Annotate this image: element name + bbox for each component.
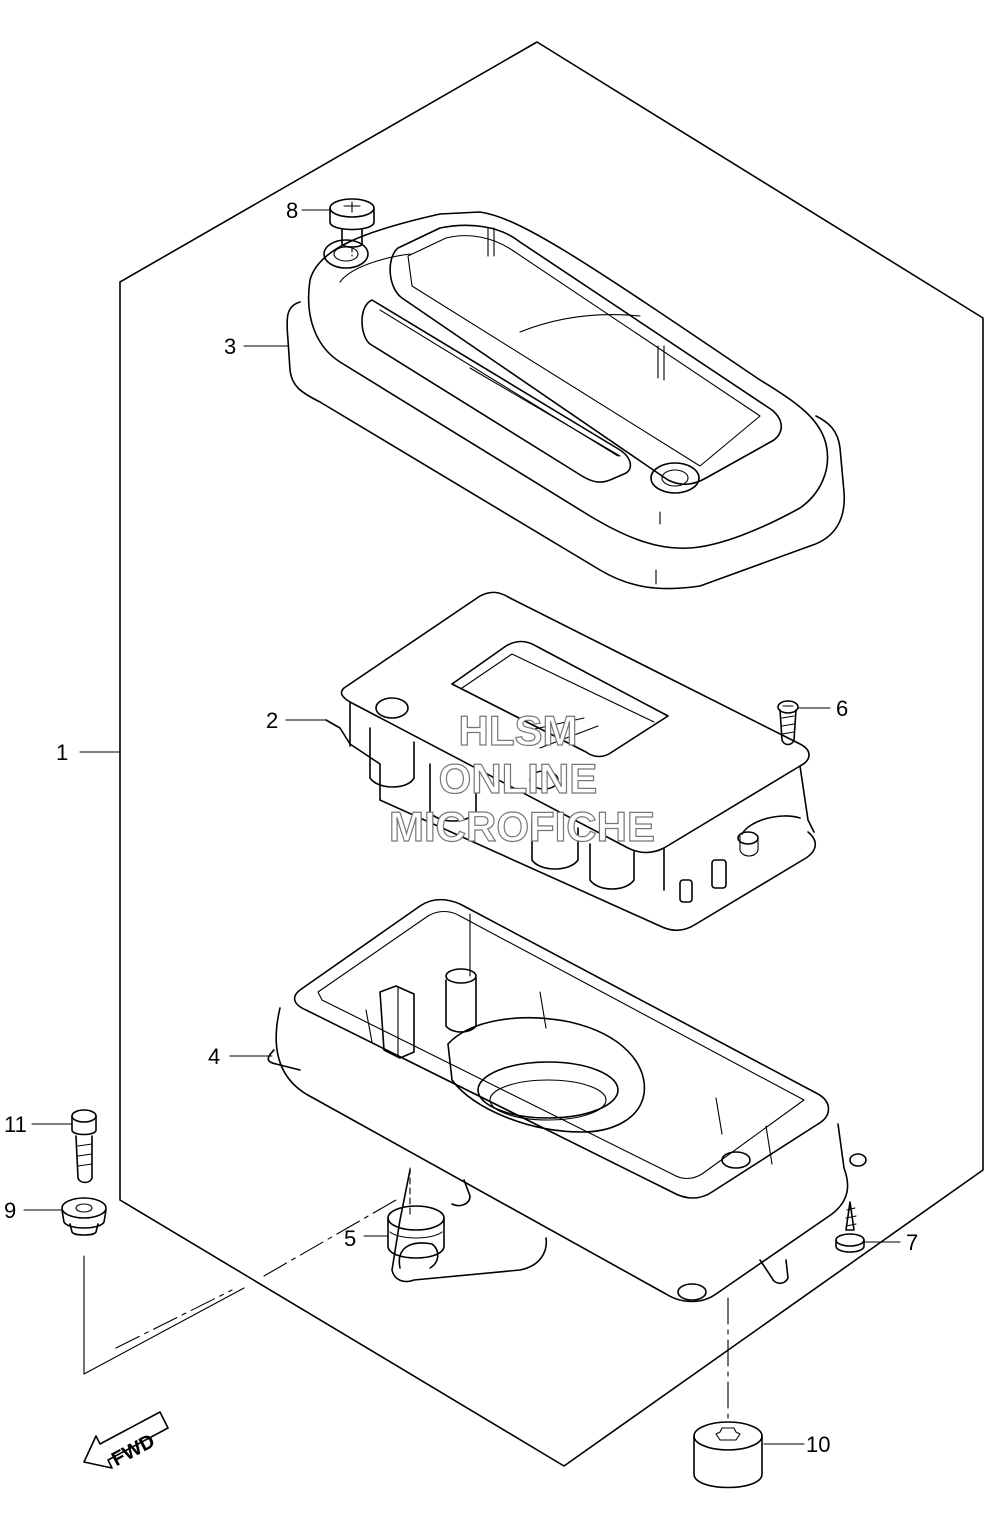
callout-7: 7 xyxy=(906,1230,918,1255)
guide-lines xyxy=(83,1167,729,1425)
watermark-line-3: MICROFICHE xyxy=(389,803,655,850)
assembly-boundary xyxy=(119,41,984,1467)
part-3-meter-cover xyxy=(286,211,846,590)
callout-8: 8 xyxy=(286,198,298,223)
part-5-grommet xyxy=(387,1205,445,1259)
fwd-arrow: FWD xyxy=(83,1411,169,1471)
part-10-cushion xyxy=(693,1421,763,1489)
callout-1: 1 xyxy=(56,740,68,765)
callout-10: 10 xyxy=(806,1432,830,1457)
callout-5: 5 xyxy=(344,1226,356,1251)
part-7-screw xyxy=(835,1201,865,1253)
callout-11: 11 xyxy=(4,1112,27,1137)
callout-4: 4 xyxy=(208,1044,220,1069)
callout-9: 9 xyxy=(4,1198,16,1223)
part-2-meter-unit xyxy=(325,591,817,932)
watermark: HLSM ONLINE MICROFICHE xyxy=(388,706,655,850)
callout-2: 2 xyxy=(266,708,278,733)
callout-3: 3 xyxy=(224,334,236,359)
callout-6: 6 xyxy=(836,696,848,721)
part-6-screw xyxy=(777,700,799,746)
part-11-bolt xyxy=(71,1109,97,1184)
watermark-line-1: HLSM xyxy=(459,707,578,754)
part-8-screw xyxy=(329,198,375,257)
part-9-collar xyxy=(61,1197,107,1236)
watermark-line-2: ONLINE xyxy=(439,755,598,802)
part-4-meter-case xyxy=(267,898,867,1303)
callout-labels: 1 2 3 4 5 6 7 8 9 10 11 xyxy=(4,198,918,1457)
leader-lines xyxy=(23,209,901,1445)
